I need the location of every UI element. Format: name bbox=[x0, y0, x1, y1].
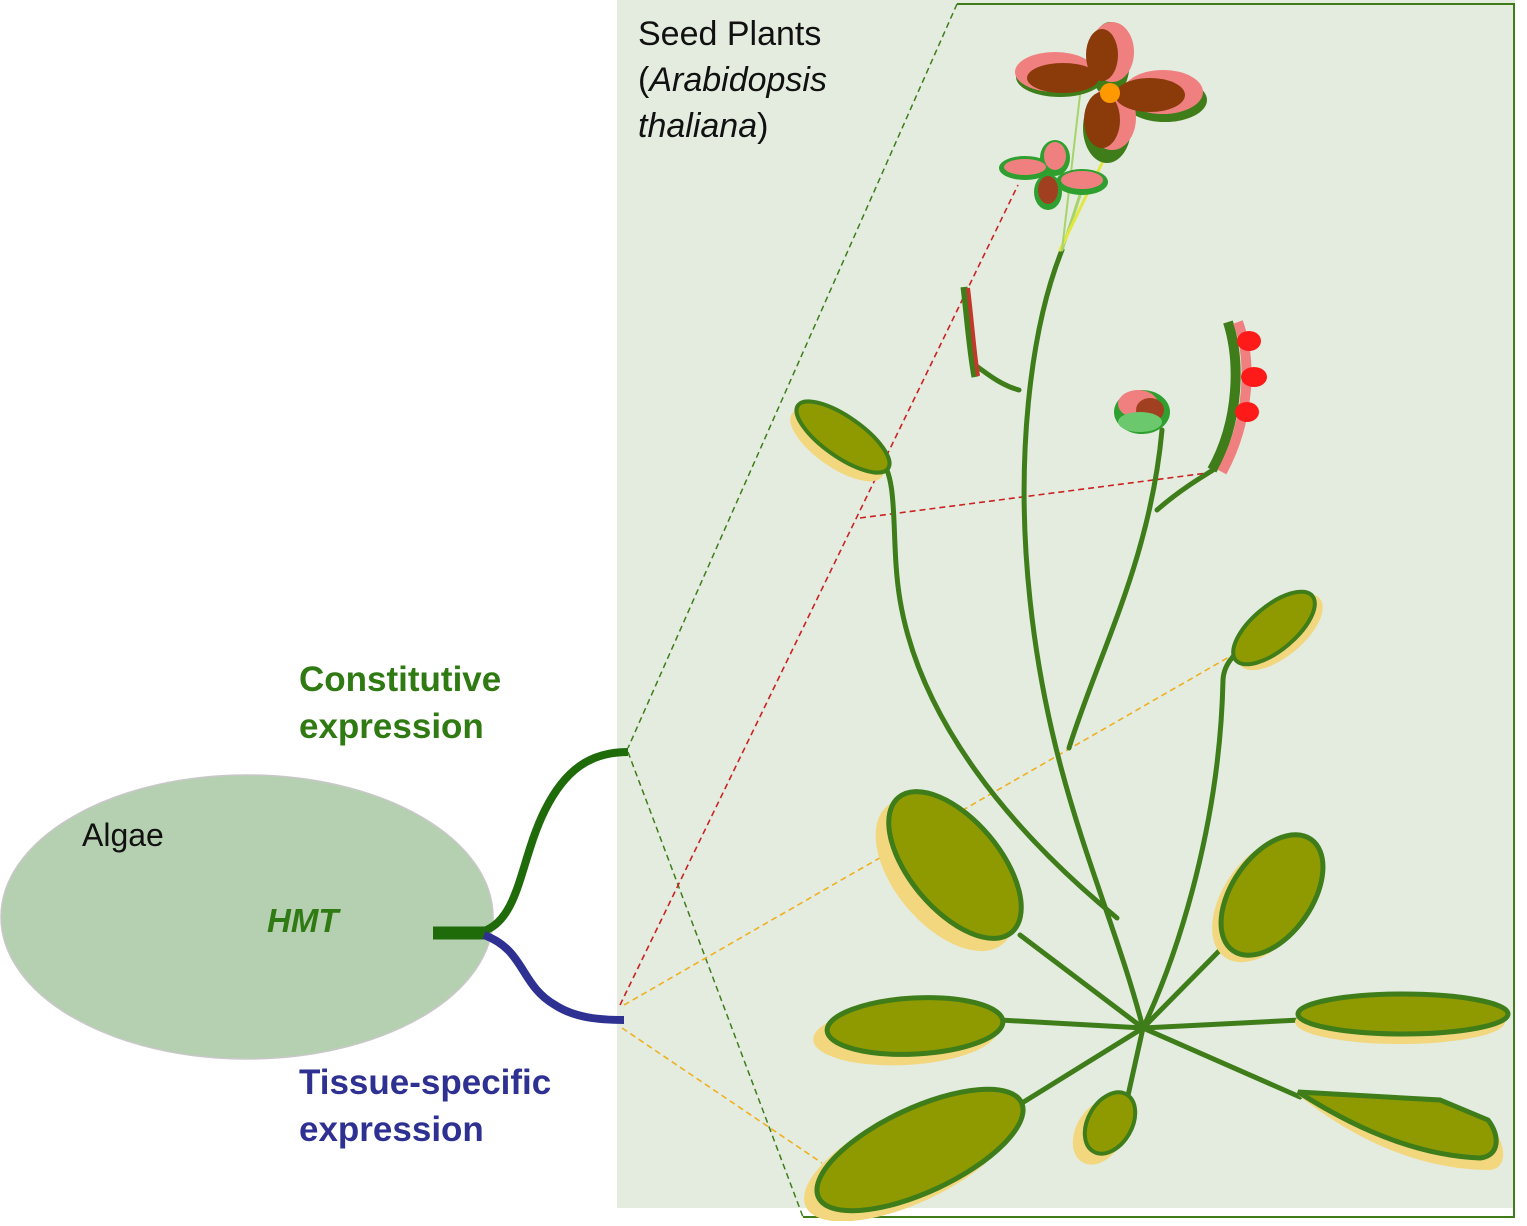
flower-bud bbox=[1114, 390, 1170, 434]
rosette-leaves bbox=[790, 399, 1511, 1222]
yellow-leader-lines bbox=[621, 637, 1263, 1164]
perspective-line-bottom bbox=[627, 751, 804, 1218]
open-flower bbox=[1015, 22, 1207, 163]
species-epithet: thaliana bbox=[638, 107, 758, 145]
constitutive-branch bbox=[482, 748, 629, 935]
constitutive-label-line1: Constitutive bbox=[299, 660, 502, 699]
leaf-mid-left bbox=[875, 789, 1024, 952]
perspective-line-top bbox=[627, 3, 958, 749]
small-flower bbox=[999, 140, 1108, 210]
panel-title-line3: thaliana) bbox=[638, 106, 768, 146]
young-silique bbox=[960, 286, 980, 378]
panel-title-line2: (Arabidopsis bbox=[638, 60, 827, 100]
tissue-label-line2: expression bbox=[299, 1110, 484, 1149]
constitutive-label-line2: expression bbox=[299, 707, 484, 746]
leaf-mid-right bbox=[1212, 832, 1326, 963]
species-genus: Arabidopsis bbox=[649, 61, 827, 99]
tissue-specific-branch bbox=[482, 931, 625, 1024]
paren-close: ) bbox=[757, 107, 769, 145]
paren-open: ( bbox=[638, 61, 650, 99]
leaf-right bbox=[1295, 991, 1511, 1044]
hmt-gene-label: HMT bbox=[267, 902, 339, 939]
leaf-upper-left bbox=[790, 399, 892, 482]
panel-title-line1: Seed Plants bbox=[638, 15, 822, 53]
leaf-left bbox=[813, 995, 1006, 1066]
leaf-bottom-small bbox=[1072, 1090, 1138, 1165]
leaf-upper-right bbox=[1231, 589, 1323, 671]
algae-label: Algae bbox=[82, 817, 164, 853]
leaf-bottom-right bbox=[1296, 1089, 1504, 1170]
algae-ellipse bbox=[0, 774, 494, 1060]
tissue-label-line1: Tissue-specific bbox=[299, 1063, 552, 1102]
silique-with-seeds bbox=[1207, 320, 1267, 475]
red-leader-lines bbox=[619, 184, 1216, 1006]
leaf-bottom-left bbox=[804, 1086, 1026, 1222]
